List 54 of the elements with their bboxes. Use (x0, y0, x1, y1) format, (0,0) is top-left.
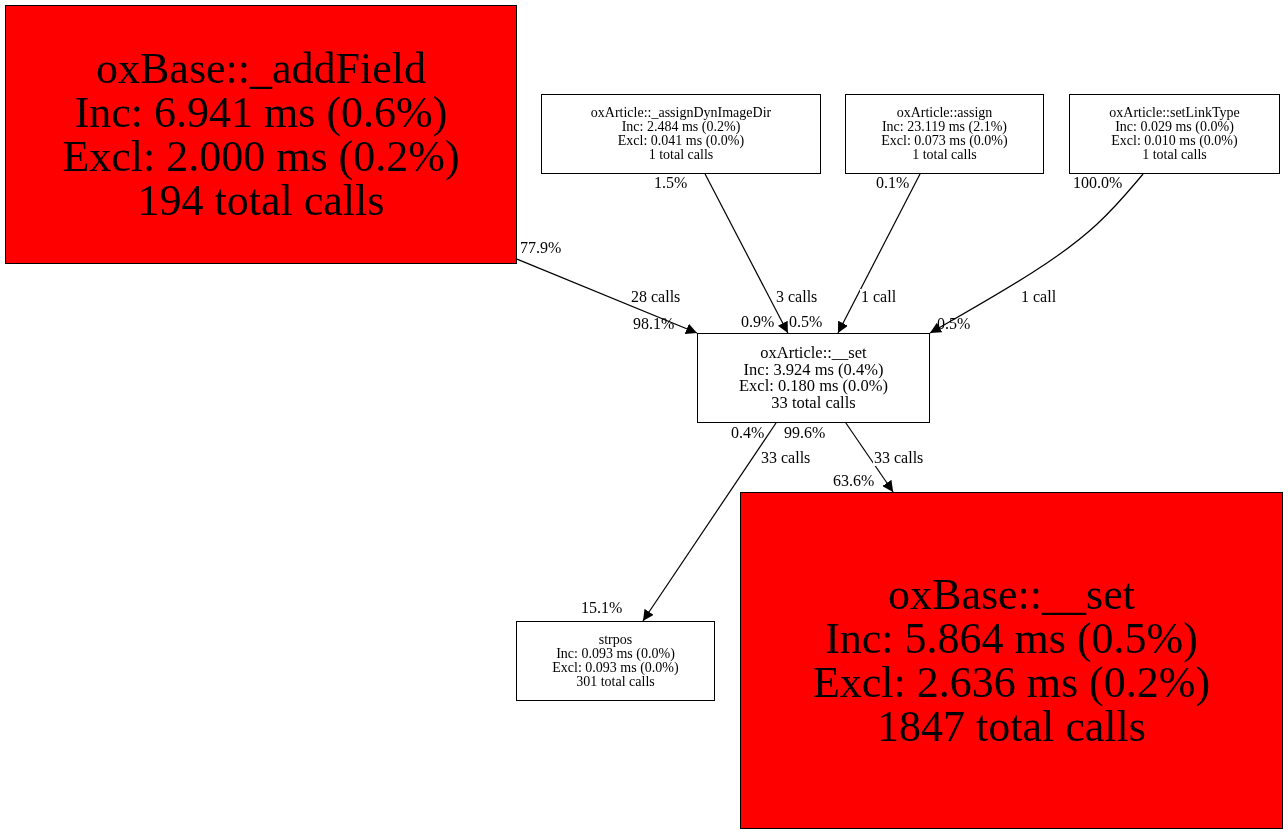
percentage-label: 1.5% (653, 175, 689, 191)
percentage-label: 63.6% (832, 473, 876, 489)
function-box (1069, 94, 1280, 174)
metric-text: 301 total calls (576, 675, 655, 689)
function-name: oxArticle::__set (760, 345, 867, 362)
percentage-label: 99.6% (783, 425, 827, 441)
percentage-label: 0.1% (875, 175, 911, 191)
metric-text: Excl: 0.093 ms (0.0%) (552, 661, 679, 675)
metric-text: Excl: 0.180 ms (0.0%) (739, 378, 888, 395)
function-box (541, 94, 821, 174)
function-name: oxBase::_addField (96, 46, 426, 91)
function-name: oxArticle::setLinkType (1109, 106, 1240, 120)
function-box (740, 492, 1283, 829)
percentage-label: 15.1% (580, 600, 624, 616)
metric-text: 1 total calls (912, 148, 977, 162)
metric-text: Inc: 0.029 ms (0.0%) (1115, 120, 1234, 134)
metric-text: Inc: 5.864 ms (0.5%) (825, 616, 1198, 661)
metric-text: 1 total calls (648, 148, 714, 162)
function-name: strpos (598, 633, 633, 647)
function-box (516, 621, 715, 701)
percentage-label: 0.9% (740, 314, 776, 330)
percentage-label: 77.9% (519, 240, 563, 256)
percentage-label: 0.4% (730, 425, 766, 441)
arrow (516, 258, 698, 334)
edge-label: 28 calls (630, 289, 682, 305)
edge-label: 1 call (1020, 289, 1058, 305)
metric-text: 33 total calls (771, 394, 856, 411)
arrow (845, 422, 894, 493)
percentage-label: 98.1% (632, 316, 676, 332)
metric-text: Inc: 0.093 ms (0.0%) (556, 647, 675, 661)
metric-text: Excl: 0.073 ms (0.0%) (881, 134, 1008, 148)
function-box (697, 333, 930, 423)
function-box (845, 94, 1044, 174)
arrow (642, 422, 777, 622)
metric-text: Inc: 3.924 ms (0.4%) (743, 361, 884, 378)
edge-label: 1 call (860, 289, 898, 305)
percentage-label: 0.5% (788, 314, 824, 330)
metric-text: Inc: 23.119 ms (2.1%) (881, 120, 1008, 134)
function-name: oxArticle::assign (896, 106, 993, 120)
metric-text: Excl: 0.041 ms (0.0%) (617, 134, 745, 148)
edge-label: 3 calls (775, 289, 819, 305)
function-name: oxBase::__set (888, 572, 1135, 617)
function-name: oxArticle::_assignDynImageDir (590, 106, 772, 120)
function-box (5, 5, 517, 264)
metric-text: Inc: 6.941 ms (0.6%) (74, 90, 448, 135)
arrow (837, 173, 921, 334)
arrow (704, 173, 789, 334)
percentage-label: 100.0% (1072, 175, 1124, 191)
metric-text: 1 total calls (1142, 148, 1207, 162)
metric-text: Inc: 2.484 ms (0.2%) (621, 120, 741, 134)
arrow (929, 173, 1144, 334)
edge-label: 33 calls (873, 450, 925, 466)
edge-label: 33 calls (760, 450, 812, 466)
metric-text: Excl: 0.010 ms (0.0%) (1111, 134, 1238, 148)
